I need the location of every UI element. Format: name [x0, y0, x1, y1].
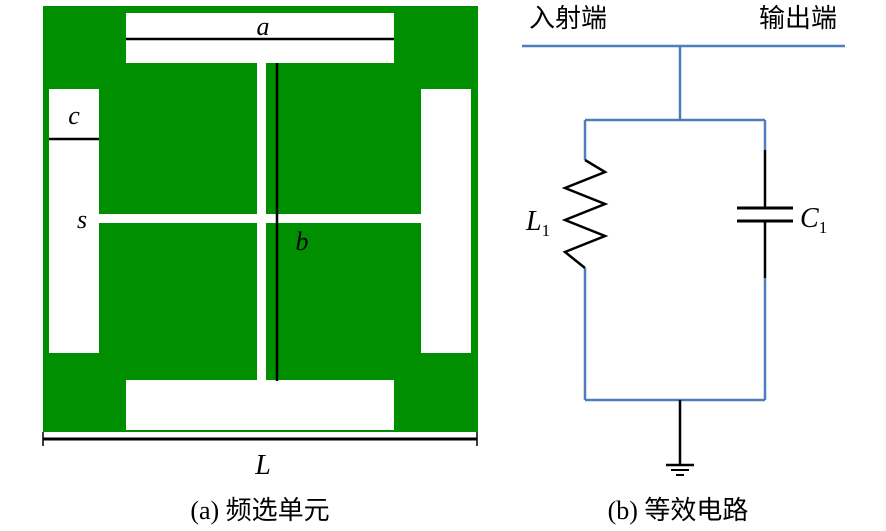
input-port-label: 入射端	[529, 4, 607, 33]
label-a: a	[257, 12, 270, 41]
capacitor-label-symbol: C	[800, 203, 819, 234]
right-slot	[421, 89, 471, 353]
caption-equivalent-circuit: (b) 等效电路	[608, 496, 749, 525]
label-c: c	[68, 101, 80, 130]
label-L: L	[254, 450, 271, 481]
unit-cell-diagram: a b c s L	[42, 6, 478, 481]
inductor-symbol	[561, 158, 609, 269]
capacitor-label-subscript: 1	[819, 218, 828, 237]
horizontal-cross-slot	[99, 214, 421, 223]
label-b: b	[296, 227, 309, 256]
output-port-label: 输出端	[759, 4, 837, 33]
label-s: s	[77, 205, 87, 234]
bottom-slot	[126, 380, 394, 430]
caption-unit-cell: (a) 频选单元	[190, 496, 329, 525]
inductor-label-subscript: 1	[542, 221, 551, 240]
inductor-label-symbol: L	[525, 206, 542, 237]
left-slot	[49, 89, 99, 353]
inductor-label: L1	[525, 206, 550, 240]
capacitor-label: C1	[800, 203, 827, 237]
equivalent-circuit: 入射端 输出端 L1 C1	[522, 4, 845, 476]
